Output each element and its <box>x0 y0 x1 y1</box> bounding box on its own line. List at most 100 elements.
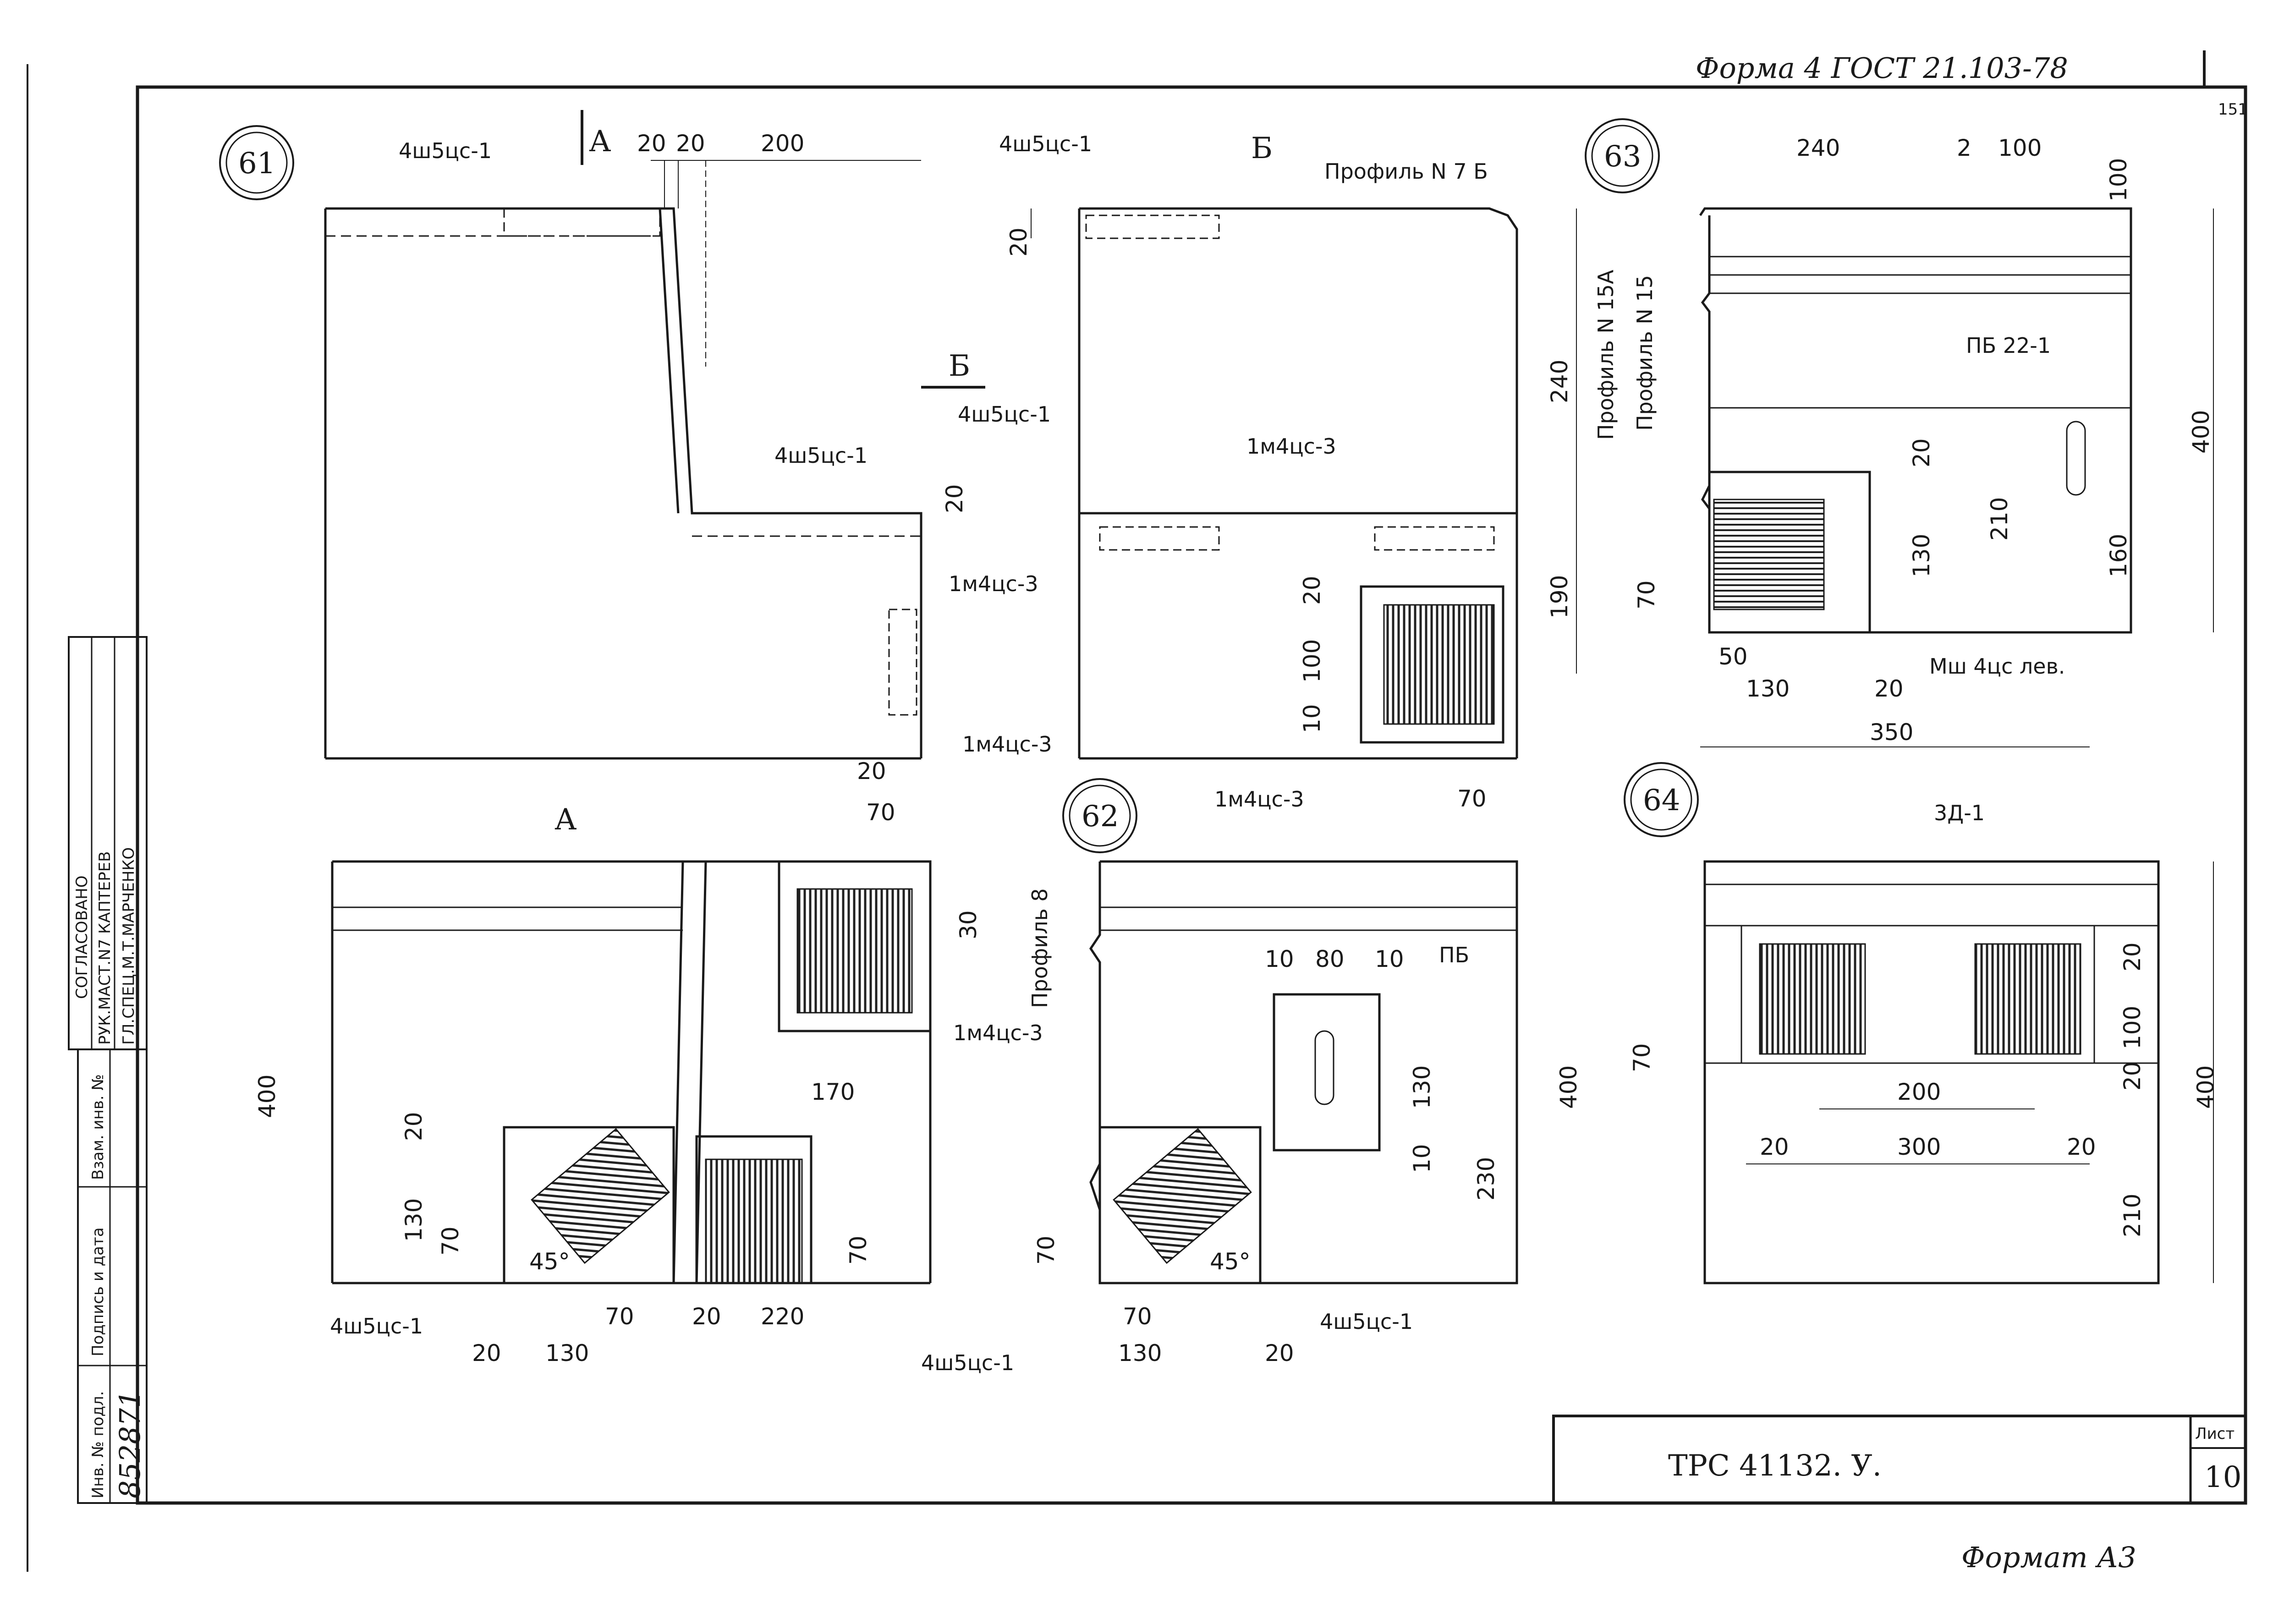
view-b-title: Б <box>1251 132 1273 165</box>
view-a-dim-4: 400 <box>254 1075 280 1118</box>
format-note: Формат А3 <box>1961 1541 2136 1574</box>
view-a-dim-8: 45° <box>529 1248 570 1275</box>
d63-dim-7: 160 <box>2105 534 2132 577</box>
d61-dim-5: 20 <box>857 758 886 785</box>
view-a-dim-3: 170 <box>811 1079 855 1105</box>
d61-label-3: 1м4цс-3 <box>949 571 1038 596</box>
d62-label-1: Профиль 8 <box>1027 888 1052 1008</box>
d62-dim-3: 10 <box>1375 946 1404 972</box>
detail-62 <box>1062 778 1518 1284</box>
d64-dim-1: 20 <box>2119 942 2146 971</box>
d64-dim-2: 100 <box>2119 1006 2146 1049</box>
d62-dim-8: 70 <box>1033 1235 1060 1265</box>
d64-dim-7: 20 <box>1760 1134 1789 1160</box>
view-a-label-2: 4ш5цс-1 <box>330 1314 423 1339</box>
d62-dim-10: 70 <box>1123 1303 1152 1330</box>
view-b-dim-1: 20 <box>1005 227 1032 257</box>
d63-dim-12: 130 <box>1746 675 1790 702</box>
d63-dim-11: 50 <box>1718 643 1748 670</box>
detail-64-number: 64 <box>1643 784 1680 817</box>
d62-dim-4: 130 <box>1409 1065 1435 1109</box>
d63-dim-13: 20 <box>1874 675 1904 702</box>
d61-dim-4: 20 <box>941 484 968 513</box>
view-b-dim-2: 240 <box>1546 360 1573 403</box>
d61-label-2: 4ш5цс-1 <box>774 443 867 468</box>
d63-dim-5: 400 <box>2188 410 2214 454</box>
view-b-label-3: 4ш5цс-1 <box>958 402 1051 427</box>
d62-dim-9: 45° <box>1210 1248 1251 1275</box>
d62-label-3: 4ш5цс-1 <box>1320 1309 1413 1334</box>
view-b-dim-6: 10 <box>1299 704 1325 733</box>
view-b-dim-4: 190 <box>1546 575 1573 619</box>
view-a-dim-7: 70 <box>437 1226 464 1256</box>
view-a-title: А <box>555 803 576 837</box>
view-a-dim-11: 70 <box>605 1303 634 1330</box>
d63-label-4: Мш 4цс лев. <box>1929 654 2065 679</box>
d63-dim-1: 240 <box>1796 135 1840 161</box>
detail-62-number: 62 <box>1082 800 1119 834</box>
title-block: ТРС 41132. У. Лист 10 <box>1552 1415 2247 1504</box>
sheet-corner-number: 151 <box>2218 100 2248 119</box>
view-a-dim-1: 70 <box>866 799 895 826</box>
stamp-heading: СОГЛАСОВАНО <box>73 876 91 999</box>
d64-dim-6: 400 <box>2192 1065 2219 1109</box>
d61-dim-3: 200 <box>761 130 804 157</box>
document-code: ТРС 41132. У. <box>1668 1449 1882 1483</box>
view-a-dim-2: 30 <box>955 910 982 939</box>
d61-dim-2: 20 <box>676 130 705 157</box>
view-a-dim-13: 220 <box>761 1303 804 1330</box>
view-a-dim-6: 130 <box>401 1198 427 1242</box>
d63-label-3: ПБ 22-1 <box>1966 333 2051 358</box>
d63-dim-14: 350 <box>1870 719 1913 746</box>
stamp-inv-number: 852871 <box>113 1390 147 1498</box>
detail-61 <box>219 110 985 760</box>
d62-dim-7: 230 <box>1473 1157 1499 1201</box>
d63-label-2: Профиль N 15 <box>1632 275 1657 431</box>
approval-stamp: СОГЛАСОВАНО РУК.МАСТ.N7 КАПТЕРЕВ ГЛ.СПЕЦ… <box>68 636 148 1504</box>
stamp-col-inv-no: Инв. № подл. <box>89 1391 107 1498</box>
view-a-dim-14: 130 <box>545 1340 589 1366</box>
d63-dim-3: 100 <box>1998 135 2042 161</box>
sheet-frame <box>27 50 2247 1572</box>
view-b-label-5: 1м4цс-3 <box>1214 787 1304 812</box>
stamp-col-replace-inv: Взам. инв. № <box>89 1074 107 1180</box>
d63-dim-2: 2 <box>1957 135 1971 161</box>
stamp-col-sign-date: Подпись и дата <box>89 1227 107 1356</box>
view-b-label-1: 4ш5цс-1 <box>999 132 1092 156</box>
d62-dim-1: 10 <box>1265 946 1294 972</box>
d62-label-2: ПБ <box>1439 943 1469 967</box>
detail-61-view-b <box>1031 207 1577 760</box>
d63-dim-4: 100 <box>2105 158 2132 202</box>
section-marker-a: А <box>589 125 611 159</box>
view-a-dim-9: 70 <box>845 1235 872 1265</box>
stamp-line1: РУК.МАСТ.N7 КАПТЕРЕВ <box>96 851 114 1045</box>
view-b-dim-5: 100 <box>1299 639 1325 683</box>
d62-dim-6: 400 <box>1555 1065 1582 1109</box>
detail-63 <box>1585 118 2214 747</box>
stamp-line2: ГЛ.СПЕЦ.М.Т.МАРЧЕНКО <box>120 847 138 1045</box>
detail-64 <box>1624 762 2214 1284</box>
d64-dim-5: 200 <box>1897 1079 1941 1105</box>
detail-61-view-a <box>331 860 932 1284</box>
d61-label-1: 4ш5цс-1 <box>399 138 492 163</box>
d64-dim-3: 20 <box>2119 1061 2146 1091</box>
d63-dim-6: 210 <box>1986 497 2013 541</box>
d64-dim-9: 20 <box>2067 1134 2096 1160</box>
d64-dim-4: 70 <box>1629 1043 1655 1072</box>
view-a-dim-5: 20 <box>401 1112 427 1141</box>
d63-label-1: Профиль N 15А <box>1593 269 1618 440</box>
form-note: Форма 4 ГОСТ 21.103-78 <box>1696 51 2068 85</box>
detail-63-number: 63 <box>1604 140 1641 174</box>
d64-label-1: 3Д-1 <box>1934 801 1985 825</box>
view-a-label-1: 1м4цс-3 <box>953 1020 1043 1045</box>
d62-dim-11: 130 <box>1118 1340 1162 1366</box>
d63-dim-10: 70 <box>1633 580 1660 609</box>
sheet-label: Лист <box>2195 1425 2235 1443</box>
view-b-dim-3: 20 <box>1299 576 1325 605</box>
view-b-label-2: Профиль N 7 Б <box>1324 159 1488 184</box>
view-a-dim-10: 20 <box>472 1340 501 1366</box>
d63-dim-8: 20 <box>1908 438 1935 467</box>
d62-dim-2: 80 <box>1315 946 1345 972</box>
d61-dim-1: 20 <box>637 130 666 157</box>
d62-dim-12: 20 <box>1265 1340 1294 1366</box>
